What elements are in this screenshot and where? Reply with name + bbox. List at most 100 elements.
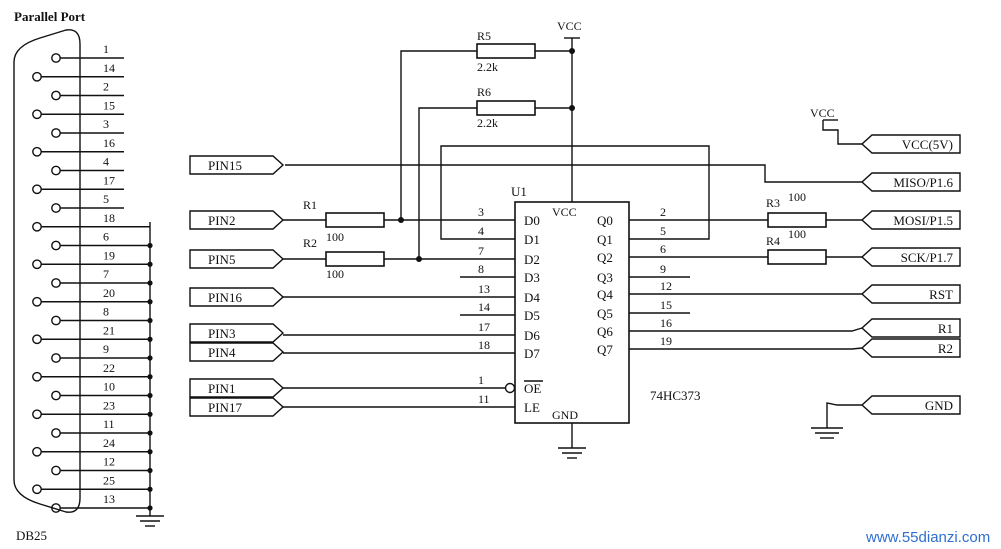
chip-left-pin-name: D2 bbox=[524, 252, 540, 267]
output-port-label: R2 bbox=[938, 341, 953, 356]
connector-pin-label: 25 bbox=[103, 473, 115, 487]
output-port-label: MISO/P1.6 bbox=[893, 175, 953, 190]
connector-pin-hole bbox=[32, 184, 42, 195]
resistor-body bbox=[325, 251, 385, 267]
chip-right-pin-number: 9 bbox=[660, 262, 666, 276]
junction-dots bbox=[398, 48, 575, 262]
input-port-label: PIN17 bbox=[208, 400, 242, 415]
chip-right-pin-number: 5 bbox=[660, 224, 666, 238]
resistor-ref: R3 bbox=[766, 196, 780, 210]
chip-left-pin-name: D1 bbox=[524, 232, 540, 247]
input-port-tag bbox=[189, 342, 285, 362]
chip-right-pin-name: Q6 bbox=[597, 324, 613, 339]
chip-right-pin-name: Q2 bbox=[597, 250, 613, 265]
input-port-tag bbox=[189, 378, 285, 398]
resistor-value: 2.2k bbox=[477, 60, 498, 74]
input-port-label: PIN15 bbox=[208, 158, 242, 173]
connector-pin-label: 9 bbox=[103, 342, 109, 356]
chip-left-pin-name: D4 bbox=[524, 290, 540, 305]
output-port-label: SCK/P1.7 bbox=[901, 250, 954, 265]
resistor-body bbox=[476, 100, 536, 116]
connector-pin-label: 16 bbox=[103, 136, 115, 150]
input-port-tag bbox=[189, 210, 285, 230]
chip-right-pin-name: Q1 bbox=[597, 232, 613, 247]
connector-pin-label: 4 bbox=[103, 155, 109, 169]
resistor-ref: R2 bbox=[303, 236, 317, 250]
connector-pin-label: 3 bbox=[103, 117, 109, 131]
chip-left-pin-number: 11 bbox=[478, 392, 490, 406]
chip-left-pin-number: 3 bbox=[478, 205, 484, 219]
chip-gnd-label: GND bbox=[552, 408, 578, 422]
chip-right-pin-name: Q3 bbox=[597, 270, 613, 285]
input-port-tag bbox=[189, 249, 285, 269]
resistor-value: 2.2k bbox=[477, 116, 498, 130]
chip-right-pin-number: 15 bbox=[660, 298, 672, 312]
connector-pin-group: 1142153164175186197208219221023112412251… bbox=[32, 42, 153, 513]
output-port-tag bbox=[860, 210, 961, 230]
resistor-ref: R5 bbox=[477, 29, 491, 43]
chip-left-pin-number: 1 bbox=[478, 373, 484, 387]
connector-pin-label: 24 bbox=[103, 436, 115, 450]
connector-pin-hole bbox=[32, 446, 42, 457]
connector-pin-label: 8 bbox=[103, 305, 109, 319]
chip-vcc-label: VCC bbox=[552, 205, 577, 219]
output-port-tag bbox=[860, 395, 961, 415]
resistor-body bbox=[325, 212, 385, 228]
chip-left-pin-number: 14 bbox=[478, 300, 490, 314]
connector-pin-hole bbox=[32, 146, 42, 157]
connector-pin-label: 19 bbox=[103, 248, 115, 262]
chip-right-pin-number: 2 bbox=[660, 205, 666, 219]
connector-pin-label: 17 bbox=[103, 173, 115, 187]
resistor-value: 100 bbox=[788, 227, 806, 241]
chip-left-pin-number: 7 bbox=[478, 244, 484, 258]
connector-pin-hole bbox=[51, 353, 61, 363]
connector-pin-hole bbox=[51, 53, 61, 63]
output-port-tag bbox=[860, 318, 961, 338]
input-port-tag bbox=[189, 155, 285, 175]
output-port-label: GND bbox=[925, 398, 953, 413]
connector-pin-hole bbox=[51, 428, 61, 438]
connector-pin-label: 15 bbox=[103, 98, 115, 112]
resistor-value: 100 bbox=[326, 230, 344, 244]
chip-right-pin-name: Q7 bbox=[597, 342, 613, 357]
connector-pin-hole bbox=[51, 90, 61, 101]
chip-ref: U1 bbox=[511, 184, 527, 199]
connector-pin-label: 18 bbox=[103, 211, 115, 225]
output-port-label: MOSI/P1.5 bbox=[893, 213, 953, 228]
connector-pin-hole bbox=[32, 109, 42, 120]
output-port-tag bbox=[860, 247, 961, 267]
resistor-value: 100 bbox=[326, 267, 344, 281]
connector-shell bbox=[13, 29, 81, 513]
resistor-body bbox=[767, 249, 827, 265]
output-port-tag bbox=[860, 134, 961, 154]
chip-left-pin-name: LE bbox=[524, 400, 540, 415]
vcc-right-label: VCC bbox=[810, 106, 835, 120]
connector-pin-label: 6 bbox=[103, 230, 109, 244]
connector-pin-hole bbox=[51, 390, 61, 401]
vcc-top-label: VCC bbox=[557, 19, 582, 33]
connector-pin-hole bbox=[51, 503, 61, 513]
connector-pin-label: 12 bbox=[103, 455, 115, 469]
output-port-tag bbox=[860, 172, 961, 192]
output-port-label: R1 bbox=[938, 321, 953, 336]
connector-pin-hole bbox=[32, 259, 42, 270]
db25-connector: Parallel Port DB25 bbox=[13, 9, 86, 543]
chip-left-pin-number: 17 bbox=[478, 320, 490, 334]
connector-pin-label: 11 bbox=[103, 417, 115, 431]
connector-pin-label: 13 bbox=[103, 492, 115, 506]
resistor-ref: R6 bbox=[477, 85, 491, 99]
chip-right-pin-number: 12 bbox=[660, 279, 672, 293]
input-port-tag bbox=[189, 397, 285, 417]
chip-right-pin-name: Q5 bbox=[597, 306, 613, 321]
connector-title: Parallel Port bbox=[14, 9, 86, 24]
left-wiring bbox=[283, 37, 862, 408]
chip-left-pin-name: D6 bbox=[524, 328, 540, 343]
connector-pin-label: 20 bbox=[103, 286, 115, 300]
chip-right-pin-number: 6 bbox=[660, 242, 666, 256]
connector-pin-hole bbox=[32, 484, 42, 495]
connector-type-label: DB25 bbox=[16, 528, 47, 543]
chip-part-number: 74HC373 bbox=[650, 388, 701, 403]
chip-right-pin-name: Q0 bbox=[597, 213, 613, 228]
